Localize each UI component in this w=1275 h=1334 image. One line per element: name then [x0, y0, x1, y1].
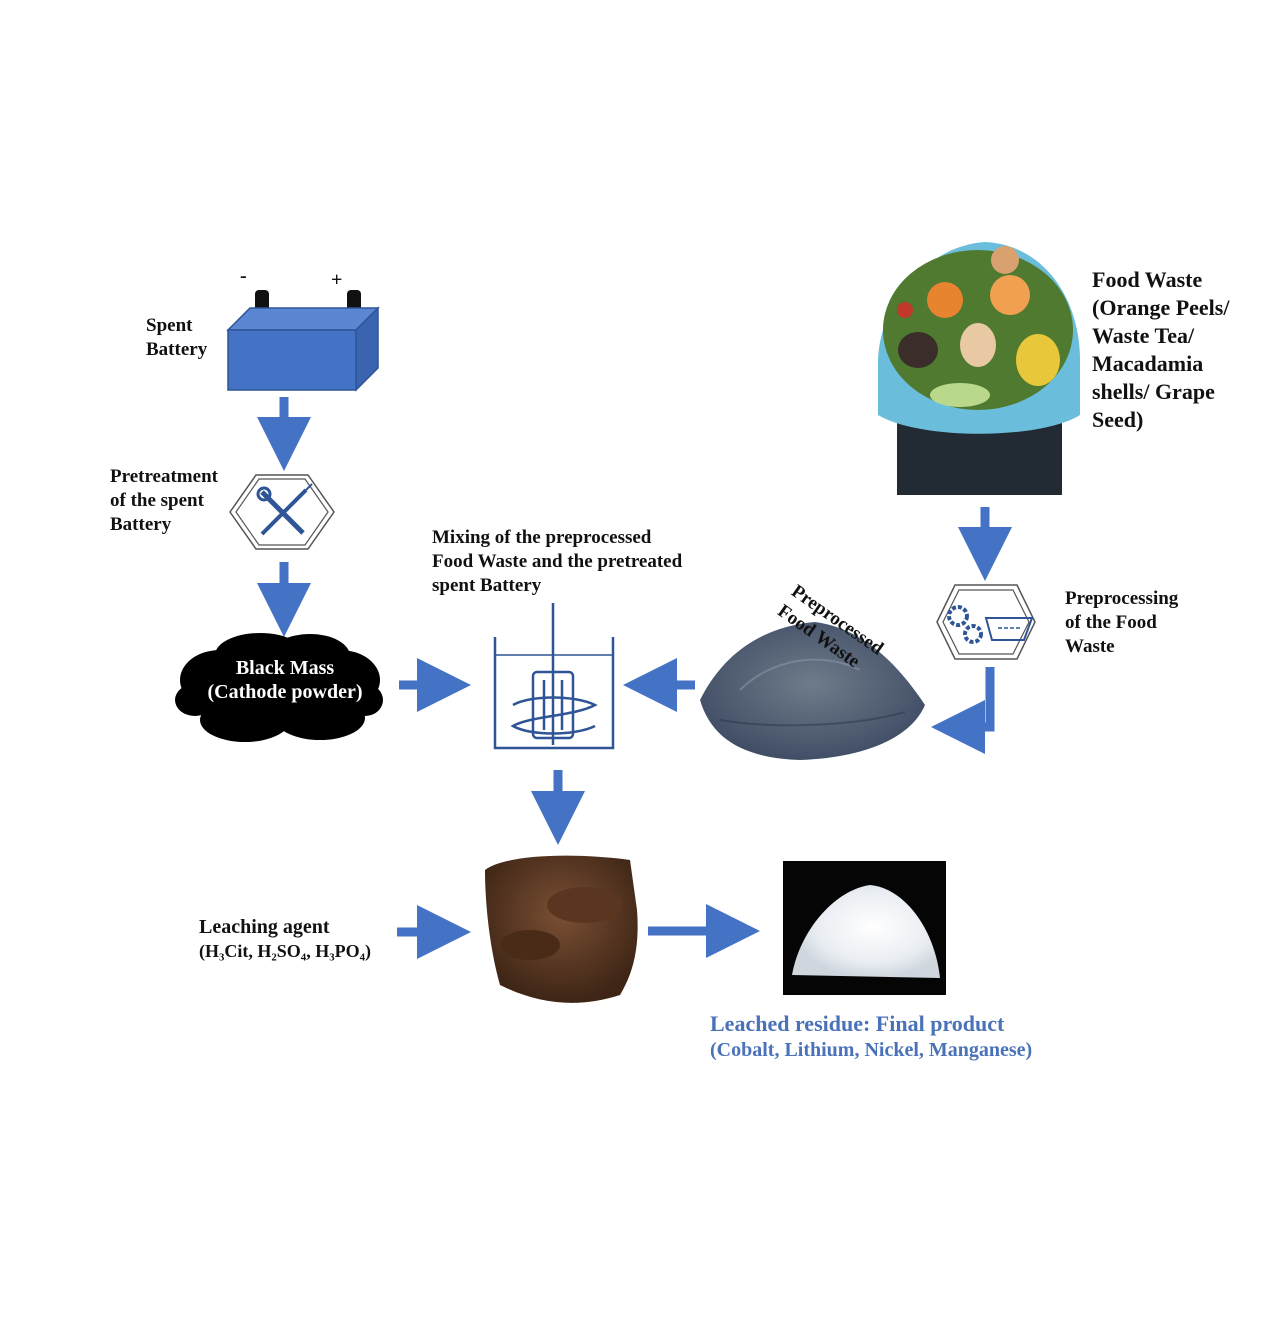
food-waste-bin-image [878, 242, 1080, 495]
spent-battery-label: Spent Battery [146, 314, 207, 362]
leaching-agent-formulas: (H₃Cit, H₂SO₄, H₃PO₄) [199, 941, 371, 961]
mixing-line2: Food Waste and the pretreated [432, 551, 683, 572]
preprocessing-line3: Waste [1065, 636, 1115, 657]
food-waste-line1: (Orange Peels/ [1092, 295, 1230, 320]
black-mass-line1: Black Mass [235, 657, 335, 679]
arrow-preprocessing-to-food-pile [931, 667, 995, 754]
battery-plus-sign: + [331, 269, 343, 291]
battery-icon [226, 290, 380, 392]
mixing-label: Mixing of the preprocessed Food Waste an… [432, 526, 682, 598]
leaching-mixture-image [485, 855, 638, 1003]
pretreatment-line3: Battery [110, 514, 172, 535]
food-waste-label: Food Waste (Orange Peels/ Waste Tea/ Mac… [1092, 266, 1229, 434]
leaching-agent-title: Leaching agent [199, 916, 330, 938]
leaching-agent-label: Leaching agent (H₃Cit, H₂SO₄, H₃PO₄) [199, 915, 371, 963]
food-waste-line5: Seed) [1092, 407, 1144, 432]
food-waste-title: Food Waste [1092, 267, 1203, 292]
mixing-line3: spent Battery [432, 575, 542, 596]
pretreatment-label: Pretreatment of the spent Battery [110, 465, 218, 537]
mixer-icon [493, 603, 615, 750]
pretreatment-line2: of the spent [110, 490, 204, 511]
spent-battery-label-line1: Spent [146, 315, 193, 336]
black-mass-label: Black Mass (Cathode powder) [190, 656, 380, 704]
final-product-title: Leached residue: Final product [710, 1011, 1005, 1036]
final-product-image [783, 861, 946, 995]
food-waste-line3: Macadamia [1092, 351, 1204, 376]
final-product-label: Leached residue: Final product (Cobalt, … [710, 1010, 1032, 1062]
food-waste-line4: shells/ Grape [1092, 379, 1215, 404]
pretreatment-line1: Pretreatment [110, 466, 218, 487]
battery-minus-sign: - [240, 265, 247, 287]
mixing-line1: Mixing of the preprocessed [432, 527, 652, 548]
preprocessing-line1: Preprocessing [1065, 588, 1179, 609]
black-mass-line2: (Cathode powder) [207, 681, 363, 703]
preprocessing-label: Preprocessing of the Food Waste [1065, 587, 1178, 659]
food-powder-pile [700, 622, 925, 760]
preprocessing-icon [936, 584, 1036, 660]
spent-battery-label-line2: Battery [146, 339, 208, 360]
food-waste-line2: Waste Tea/ [1092, 323, 1195, 348]
preprocessing-line2: of the Food [1065, 612, 1157, 633]
final-product-metals: (Cobalt, Lithium, Nickel, Manganese) [710, 1039, 1033, 1061]
black-mass-cloud [175, 633, 383, 742]
tools-icon [229, 474, 335, 550]
